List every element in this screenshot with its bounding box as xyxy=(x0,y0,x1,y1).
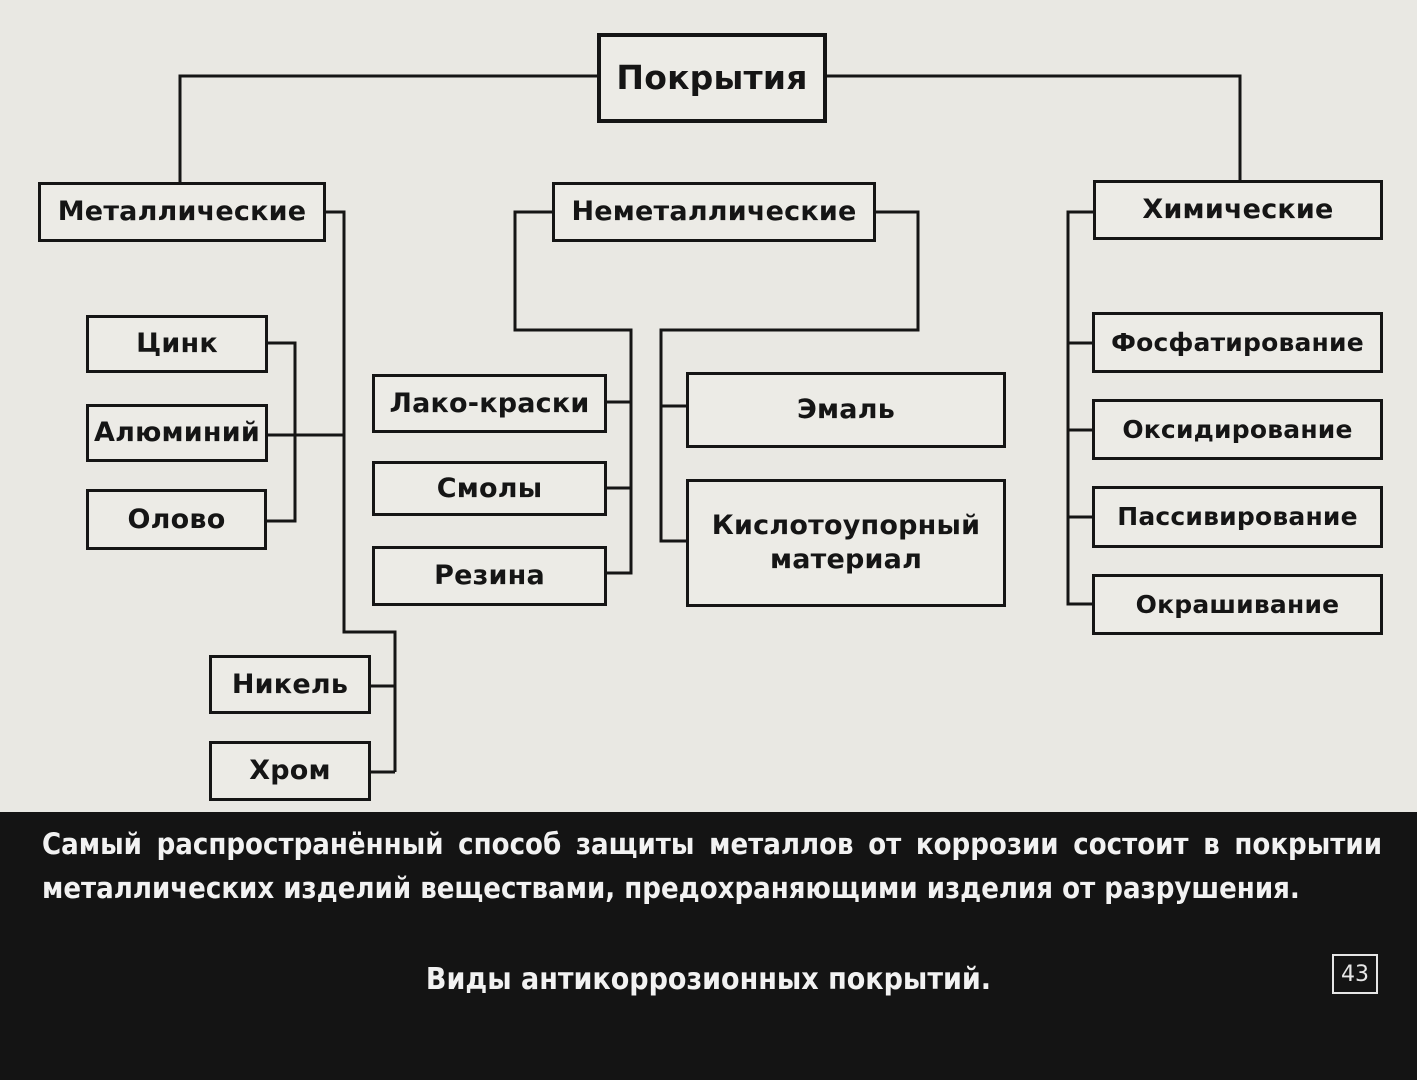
node-painting: Окрашивание xyxy=(1092,574,1383,635)
node-resins: Смолы xyxy=(372,461,607,516)
connector-lines xyxy=(178,74,1242,774)
slide-number-badge: 43 xyxy=(1332,954,1378,994)
node-nonmetallic: Неметаллические xyxy=(552,182,876,242)
diagram-slide: Покрытия Металлические Неметаллические Х… xyxy=(0,0,1417,812)
connector-nonmetallic-left xyxy=(513,210,633,575)
caption-text: Самый распространённый способ защиты мет… xyxy=(42,827,1382,905)
caption-panel: Самый распространённый способ защиты мет… xyxy=(0,812,1417,1080)
node-zinc: Цинк xyxy=(86,315,268,373)
caption-title: Виды антикоррозионных покрытий. xyxy=(425,962,992,997)
node-chemical: Химические xyxy=(1093,180,1383,240)
connector-metallic-trunk xyxy=(326,210,397,772)
node-tin: Олово xyxy=(86,489,267,550)
node-metallic: Металлические xyxy=(38,182,326,242)
node-acid-resistant-material: Кислотоупорный материал xyxy=(686,479,1006,607)
node-passivating: Пассивирование xyxy=(1092,486,1383,548)
node-rubber: Резина xyxy=(372,546,607,606)
node-nickel: Никель xyxy=(209,655,371,714)
node-aluminium: Алюминий xyxy=(86,404,268,462)
node-lacquer-paints: Лако-краски xyxy=(372,374,607,433)
connector-nonmetallic-right xyxy=(659,210,920,543)
node-enamel: Эмаль xyxy=(686,372,1006,448)
node-chrome: Хром xyxy=(209,741,371,801)
node-phosphating: Фосфатирование xyxy=(1092,312,1383,373)
connector-chemical-trunk xyxy=(1066,210,1093,606)
connector-root-metallic xyxy=(178,74,597,182)
node-coatings: Покрытия xyxy=(597,33,827,123)
connector-zinc-tin-bracket xyxy=(267,341,297,523)
node-oxidizing: Оксидирование xyxy=(1092,399,1383,460)
connector-root-chemical xyxy=(826,74,1242,180)
